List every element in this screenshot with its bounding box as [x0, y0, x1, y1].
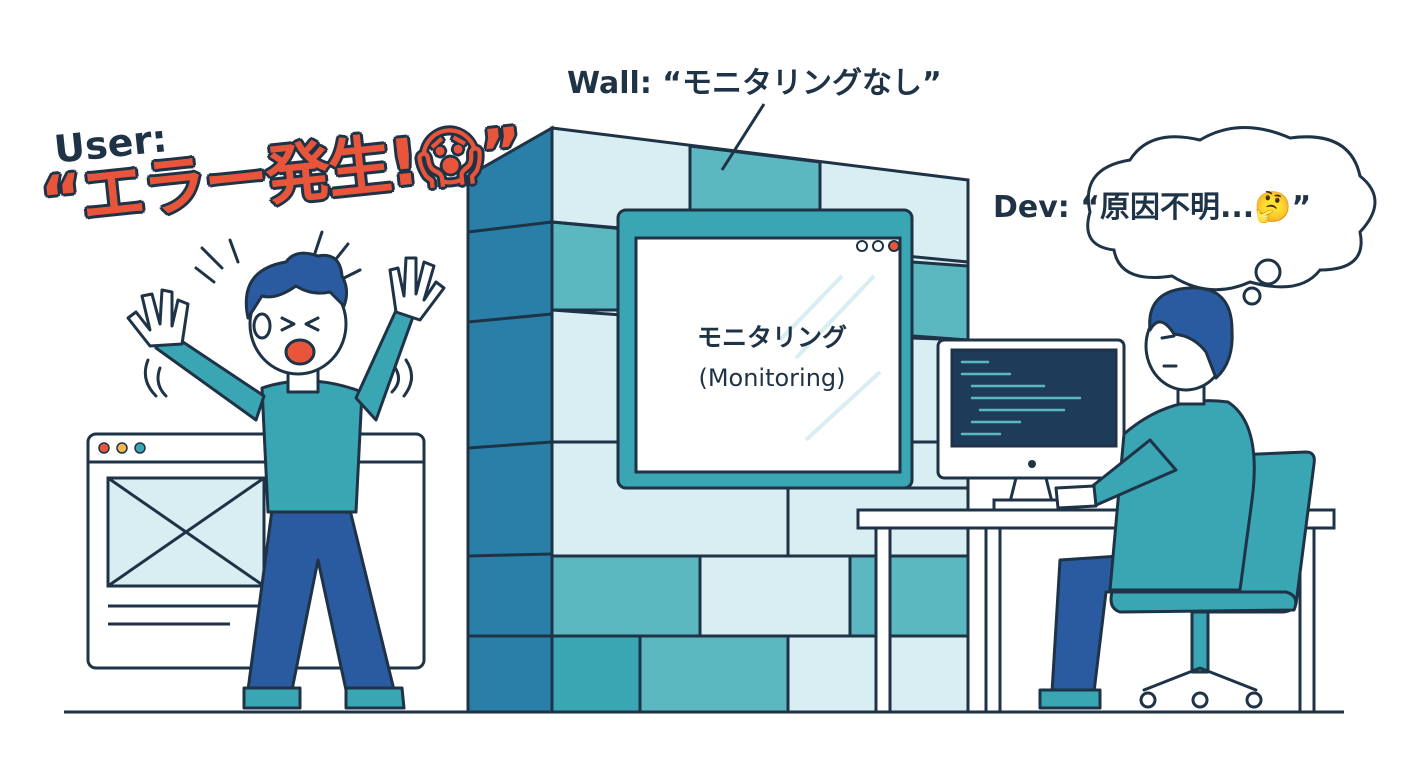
wall-monitor [616, 208, 914, 490]
panicking-user-figure [126, 230, 446, 710]
monitor-screen-text: モニタリング (Monitoring) [640, 318, 904, 398]
dev-computer [936, 338, 1126, 512]
monitor-subtitle: (Monitoring) [698, 364, 846, 392]
developer-figure [1038, 286, 1316, 710]
thought-bubble [1086, 126, 1377, 306]
dev-thought-text: Dev: “原因不明...🤔” [993, 190, 1312, 225]
wall-caption: Wall: “モニタリングなし” [567, 66, 942, 101]
monitor-title: モニタリング [696, 323, 847, 352]
wall-label-pointer [720, 103, 766, 171]
code-lines [960, 360, 1082, 436]
